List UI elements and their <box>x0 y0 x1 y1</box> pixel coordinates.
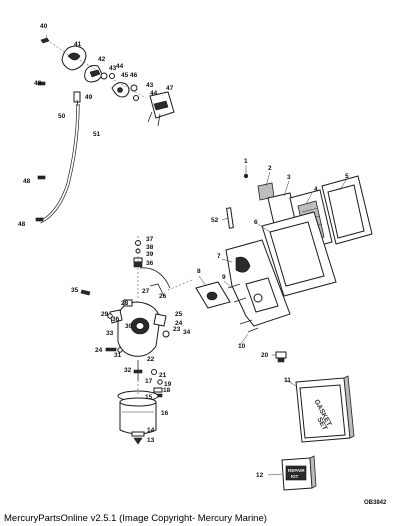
repair-kit-line1: REPAIR <box>288 468 305 473</box>
callout-44: 44 <box>150 90 158 97</box>
callout-46: 46 <box>130 72 138 79</box>
callout-32: 32 <box>124 367 132 374</box>
callout-15: 15 <box>145 394 153 401</box>
callout-18: 18 <box>163 387 171 394</box>
callout-31: 31 <box>114 352 122 359</box>
callout-43: 43 <box>146 82 154 89</box>
callout-3: 3 <box>287 174 291 181</box>
intake-manifold <box>195 239 291 363</box>
callout-39: 39 <box>146 251 154 258</box>
callout-44: 44 <box>116 63 124 70</box>
callout-9: 9 <box>222 274 226 281</box>
callout-25: 25 <box>175 311 183 318</box>
callout-45: 45 <box>121 72 129 79</box>
callout-8: 8 <box>197 268 201 275</box>
callout-27: 27 <box>142 288 150 295</box>
fuel-pump-assembly <box>40 34 175 127</box>
callout-35: 35 <box>71 287 79 294</box>
callout-38: 38 <box>146 244 154 251</box>
gasket-set-box: GASKET SET <box>295 375 355 443</box>
callout-14: 14 <box>147 427 155 434</box>
carburetor-assembly <box>80 236 193 445</box>
callout-17: 17 <box>145 378 153 385</box>
callout-30: 30 <box>125 323 133 330</box>
callout-2: 2 <box>268 165 272 172</box>
callout-10: 10 <box>238 343 246 350</box>
callout-34: 34 <box>183 329 191 336</box>
repair-kit-line2: KIT <box>291 474 299 479</box>
callout-22: 22 <box>147 356 155 363</box>
callout-48: 48 <box>34 80 42 87</box>
reed-block-assembly <box>226 173 373 297</box>
callout-37: 37 <box>146 236 154 243</box>
callout-49: 49 <box>85 94 93 101</box>
callout-26: 26 <box>159 293 167 300</box>
callout-33: 33 <box>106 330 114 337</box>
fuel-hoses <box>35 81 81 224</box>
callout-11: 11 <box>284 377 291 384</box>
callout-41: 41 <box>74 41 82 48</box>
leader-lines <box>83 165 347 476</box>
callout-52: 52 <box>211 217 219 224</box>
callout-5: 5 <box>345 173 349 180</box>
callout-4: 4 <box>314 186 318 193</box>
callout-21: 21 <box>159 372 167 379</box>
callout-24: 24 <box>95 347 103 354</box>
callout-24: 24 <box>175 320 183 327</box>
callout-6: 6 <box>254 219 258 226</box>
callout-48: 48 <box>23 178 31 185</box>
callout-48: 48 <box>18 221 26 228</box>
callout-29: 29 <box>101 311 109 318</box>
callout-28: 28 <box>121 300 129 307</box>
callout-40: 40 <box>40 23 48 30</box>
callout-1: 1 <box>244 158 248 165</box>
callout-13: 13 <box>147 437 155 444</box>
callout-16: 16 <box>161 410 169 417</box>
repair-kit-box: REPAIR KIT <box>281 455 317 491</box>
callout-12: 12 <box>256 472 264 479</box>
callout-51: 51 <box>93 131 101 138</box>
callout-23: 23 <box>173 326 181 333</box>
callout-36: 36 <box>112 316 120 323</box>
copyright-footer: MercuryPartsOnline v2.5.1 (Image Copyrig… <box>4 513 267 524</box>
diagram-code: OB3842 <box>364 500 387 506</box>
callout-19: 19 <box>164 381 172 388</box>
callout-50: 50 <box>58 113 66 120</box>
callout-42: 42 <box>98 56 106 63</box>
callout-43: 43 <box>109 65 117 72</box>
callout-7: 7 <box>217 253 221 260</box>
callout-36: 36 <box>146 260 154 267</box>
callout-47: 47 <box>166 85 174 92</box>
callout-20: 20 <box>261 352 269 359</box>
